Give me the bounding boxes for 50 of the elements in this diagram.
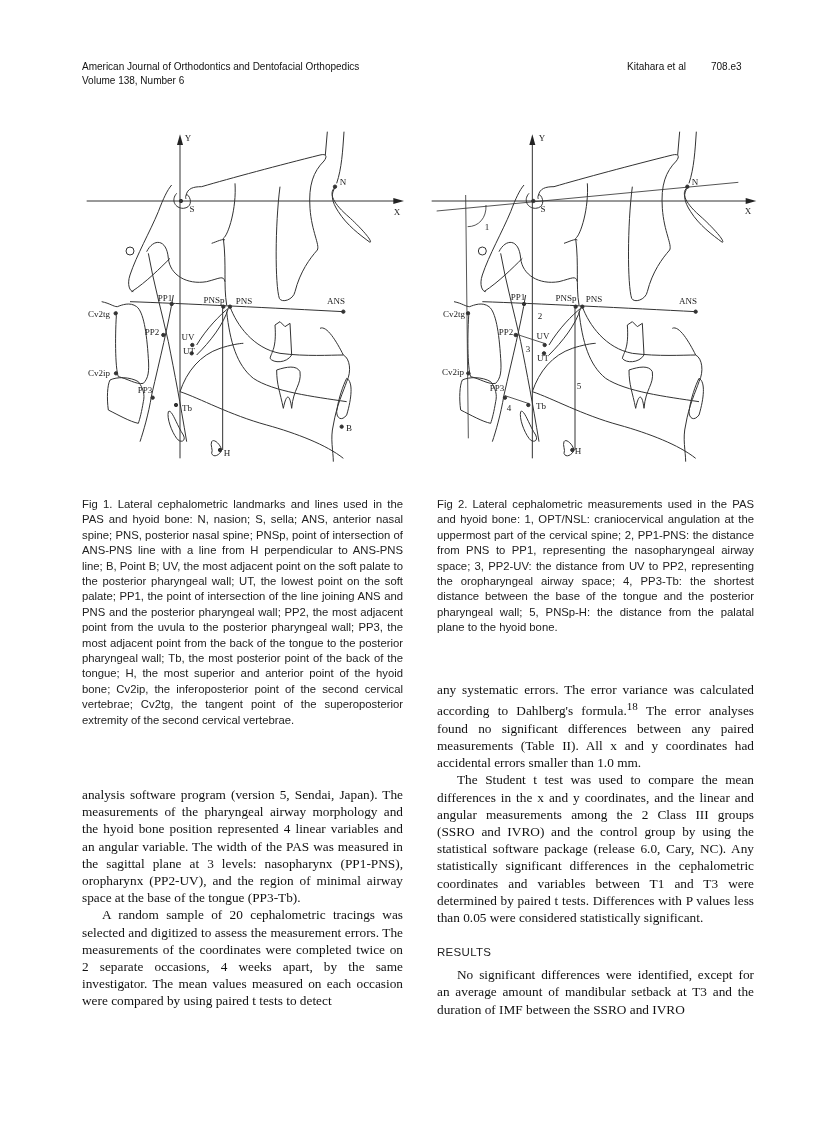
landmark-label: X [744, 206, 752, 216]
landmark-label: Cv2tg [443, 309, 465, 319]
landmark-label: PP3 [489, 383, 505, 393]
page-header: Kitahara et al [627, 61, 686, 72]
landmark-label: X [393, 207, 401, 217]
landmark-label: PP2 [498, 327, 514, 337]
landmark-label: PP1 [157, 293, 173, 303]
landmark-label: H [223, 448, 231, 458]
landmark-label: UT [183, 346, 195, 356]
landmark-label: PNS [585, 294, 603, 304]
figure-caption: Fig 1. Lateral cephalometric landmarks and lines used in the PAS and hyoid bone: N, nasion; S, sella; ANS, anterior nasal spine; PNS, posterior nasal spine; PNSp, point of intersection of ANS-PNS line with a line from H perpendicular to ANS-PNS line; B, Point B; UV, the most adjacent point on the soft palate to the posterior pharyngeal wall; UT, the lowest point on the soft palate; PP1, the point of intersection of the line joining ANS and PNS and the posterior pharyngeal wall; PP2, the most adjacent point from the uvula to the posterior pharyngeal wall; PP3, the most adjacent point from the back of the tongue to the posterior pharyngeal wall; Tb, the most posterior point of the back of the tongue; H, the most superior and anterior point of the hyoid bone; Cv2ip, the inferoposterior point of the second cervical vertebrae; Cv2tg, the tangent point of the superoposterior extremity of the second cervical vertebrae. [82, 497, 403, 728]
landmark-label: 4 [506, 403, 512, 413]
figure-caption: Fig 2. Lateral cephalometric measurements used in the PAS and hyoid bone: 1, OPT/NSL: craniocervical angulation at the uppermost part of the cervical spine; 2, PP1-PNS: the distance from PNS to PP1, representing the nasopharyngeal airway space; 3, PP2-UV: the distance from UV to PP2, representing the oropharyngeal airway space; 4, PP3-Tb: the shortest distance between the base of the tongue and the posterior pharyngeal wall; 5, PNSp-H: the distance from the palatal plane to the hyoid bone. [437, 497, 754, 636]
landmark-label: H [574, 446, 582, 456]
landmark-label: Tb [182, 403, 192, 413]
landmark-label: UT [537, 353, 549, 363]
landmark-label: S [189, 204, 195, 214]
body-paragraph: No significant differences were identified, except for an average amount of mandibular setback at T3 and the duration of IMF between the SSRO and IVRO [437, 966, 754, 1018]
landmark-label: ANS [327, 296, 345, 306]
page-header: 708.e3 [711, 61, 742, 72]
landmark-label: PNS [235, 296, 253, 306]
body-paragraph: any systematic errors. The error variance was calculated according to Dahlberg's formula.$^{18}$ The error analyses found no significant differences between any paired measurements (Table II). All x and y coordinates had accidental errors smaller than 1.0 mm. [437, 681, 754, 772]
landmark-label: PP1 [510, 292, 526, 302]
landmark-label: Tb [536, 401, 546, 411]
landmark-label: PP3 [137, 385, 153, 395]
landmark-label: 3 [525, 344, 531, 354]
landmark-label: 1 [484, 222, 490, 232]
body-paragraph: The Student t test was used to compare the mean differences in the x and y coordinates, and the linear and angular measurements among the 2 Class III groups (SSRO and IVRO) and the control group by using the statistical software package (release 6.0, Cary, NC). Any statistically significant differences in the cephalometric coordinates and variables between T1 and T3 were determined by paired t tests. Differences with P values less than 0.05 were considered statistically significant. [437, 771, 754, 927]
landmark-label: 5 [576, 381, 582, 391]
landmark-label: ANS [679, 296, 697, 306]
landmark-label: Cv2ip [442, 367, 464, 377]
landmark-label: Y [184, 133, 192, 143]
landmark-label: PNSp [203, 295, 225, 305]
section-heading: RESULTS [437, 946, 493, 959]
body-paragraph: A random sample of 20 cephalometric tracings was selected and digitized to assess the measurement errors. The measurements of the coordinates were completed twice on 2 separate occasions, 4 weeks apart, by the same investigator. The mean values measured on each occasion were compared by using paired t tests to detect [82, 906, 403, 1010]
landmark-label: UV [181, 332, 195, 342]
body-paragraph: analysis software program (version 5, Sendai, Japan). The measurements of the pharyngeal airway morphology and the hyoid bone position represented 4 linear variables and an angular variable. The width of the PAS was measured in the sagittal plane at 3 levels: nasopharynx (PP1-PNS), oropharynx (PP2-UV), and the region of minimal airway space at the base of the tongue (PP3-Tb). [82, 786, 403, 907]
landmark-label: UV [536, 331, 550, 341]
journal-header: Volume 138, Number 6 [82, 75, 185, 86]
landmark-label: S [540, 204, 546, 214]
landmark-label: Cv2tg [88, 309, 110, 319]
landmark-label: PNSp [555, 293, 577, 303]
landmark-label: N [339, 177, 347, 187]
landmark-label: Cv2ip [88, 368, 110, 378]
landmark-label: PP2 [144, 327, 160, 337]
landmark-label: 2 [537, 311, 543, 321]
journal-header: American Journal of Orthodontics and Dentofacial Orthopedics [82, 61, 360, 72]
landmark-label: B [346, 423, 352, 433]
landmark-label: Y [538, 133, 546, 143]
landmark-label: N [691, 177, 699, 187]
